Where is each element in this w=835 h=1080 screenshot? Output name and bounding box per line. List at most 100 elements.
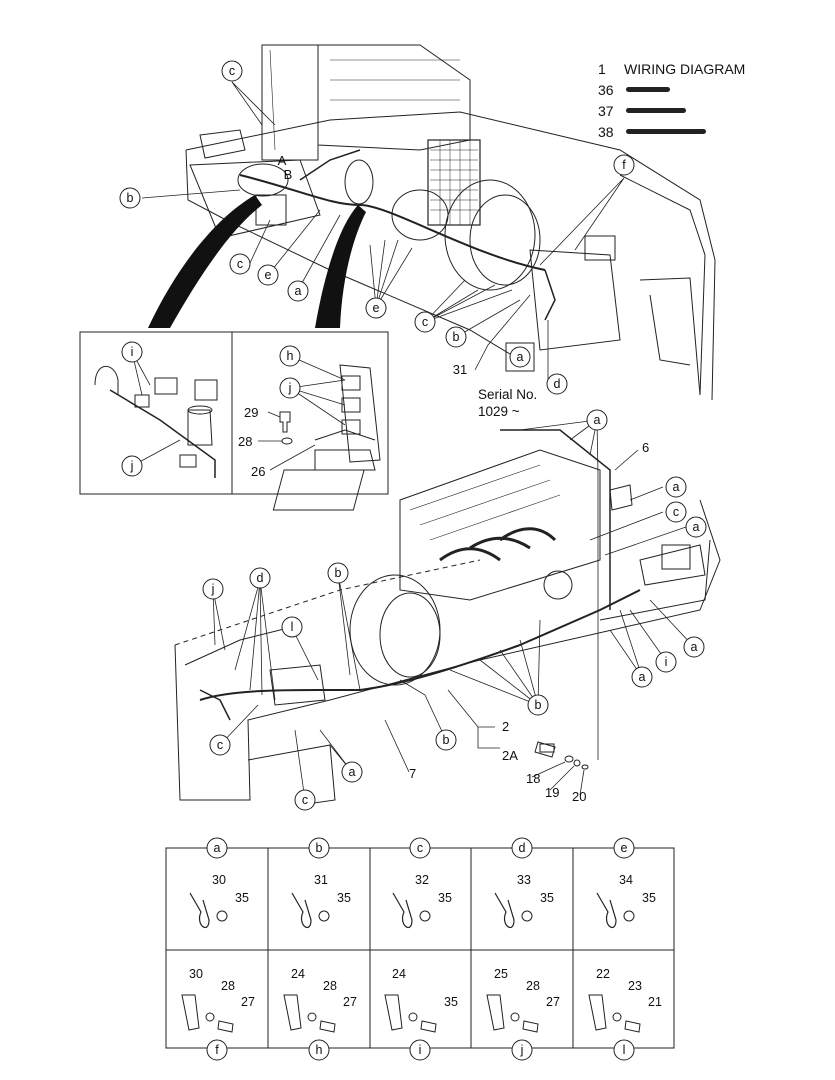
bracket-part-number: 22 (596, 967, 610, 981)
bracket-icon (181, 994, 200, 1031)
nut-part-number: 35 (540, 891, 554, 905)
washer-icon (612, 1012, 622, 1022)
bolt-icon (624, 1020, 641, 1033)
cable-tie-icon (626, 129, 706, 134)
callout-label: b (535, 698, 542, 712)
callout-box (505, 342, 535, 372)
clip-letter-circle (613, 1039, 635, 1061)
callout-label: c (229, 64, 235, 78)
callout-circle (257, 264, 279, 286)
callout-label: h (287, 349, 294, 363)
callout-label: e (373, 301, 380, 315)
flange-nut-icon (216, 910, 228, 922)
washer-part-number: 28 (323, 979, 337, 993)
part-number-label: 31 (453, 362, 467, 377)
top-leader-lines (141, 81, 625, 380)
clip-letter-circle (409, 1039, 431, 1061)
callout-label: B (284, 167, 293, 182)
cable-tie-icon (626, 108, 686, 113)
bracket-part-number: 24 (392, 967, 406, 981)
callout-label: j (130, 459, 134, 473)
callout-label: A (278, 153, 287, 168)
callout-circle (509, 346, 531, 368)
clip-letter-circle (409, 837, 431, 859)
p-clip-icon (189, 892, 210, 929)
clip-letter-circle (511, 1039, 533, 1061)
callout-label: j (288, 381, 292, 395)
callout-label: c (422, 315, 428, 329)
flange-nut-icon (623, 910, 635, 922)
clip-letter-circle (308, 837, 330, 859)
callout-label: f (622, 158, 626, 172)
clip-letter: l (623, 1043, 626, 1057)
p-clip-icon (596, 892, 617, 929)
callout-label: b (335, 566, 342, 580)
clip-letter-circle (206, 1039, 228, 1061)
callout-circle (546, 373, 568, 395)
bolt-icon (522, 1020, 539, 1033)
legend-number: 38 (598, 123, 614, 140)
bottom-callouts (202, 409, 707, 811)
legend-number: 36 (598, 81, 614, 98)
washer-part-number: 28 (526, 979, 540, 993)
bracket-part-number: 30 (189, 967, 203, 981)
washer-part-number: 23 (628, 979, 642, 993)
bolt-part-number: 27 (343, 995, 357, 1009)
part-number-label: 6 (642, 440, 649, 455)
clip-letter: d (519, 841, 526, 855)
callout-label: i (131, 345, 134, 359)
washer-part-number: 28 (221, 979, 235, 993)
bolt-icon (319, 1020, 336, 1033)
callout-circle (287, 280, 309, 302)
callout-label: b (453, 330, 460, 344)
callout-circle (119, 187, 141, 209)
callout-label: d (554, 377, 561, 391)
bracket-icon (283, 994, 302, 1031)
clip-letter: i (419, 1043, 422, 1057)
part-number-label: 28 (238, 434, 252, 449)
washer-icon (205, 1012, 215, 1022)
parts-legend: 1 WIRING DIAGRAM 36 37 38 (598, 58, 745, 142)
flange-nut-icon (419, 910, 431, 922)
callout-circle (365, 297, 387, 319)
washer-icon (408, 1012, 418, 1022)
bolt-part-number: 21 (648, 995, 662, 1009)
clip-part-number: 34 (619, 873, 633, 887)
clip-part-number: 32 (415, 873, 429, 887)
serial-label: Serial No. (478, 387, 538, 402)
part-number-label: 7 (409, 766, 416, 781)
legend-row-38: 38 (598, 121, 745, 142)
inset-left-detail (94, 365, 218, 478)
bolt-part-number: 27 (546, 995, 560, 1009)
flange-nut-icon (521, 910, 533, 922)
legend-row-1: 1 WIRING DIAGRAM (598, 58, 745, 79)
callout-label: a (295, 284, 302, 298)
clip-letter: h (316, 1043, 323, 1057)
top-callouts (119, 60, 635, 395)
clip-letter: j (520, 1043, 524, 1057)
callout-label: j (211, 582, 215, 596)
clip-table-cells: a3035b3135c3235d3335e3435f302827h242827i… (181, 837, 662, 1061)
callout-circle (445, 326, 467, 348)
callout-label: c (673, 505, 679, 519)
bracket-icon (384, 994, 403, 1031)
legend-number: 1 (598, 60, 606, 77)
inset-right-detail (279, 364, 381, 471)
legend-row-36: 36 (598, 79, 745, 100)
clip-letter: c (417, 841, 423, 855)
inset-leader-lines (131, 351, 346, 471)
clip-letter: b (316, 841, 323, 855)
bracket-icon (588, 994, 607, 1031)
serial-number-note: Serial No. 1029 ~ (478, 386, 537, 420)
callout-circle (613, 154, 635, 176)
nut-part-number: 35 (642, 891, 656, 905)
bolt-part-number: 27 (241, 995, 255, 1009)
callout-label: i (665, 655, 668, 669)
cable-tie-icon (626, 87, 670, 92)
callout-label: l (291, 620, 294, 634)
clip-letter: f (215, 1043, 219, 1057)
callout-label: b (443, 733, 450, 747)
callout-label: c (302, 793, 308, 807)
part-number-label: 29 (244, 405, 258, 420)
washer-icon (307, 1012, 317, 1022)
